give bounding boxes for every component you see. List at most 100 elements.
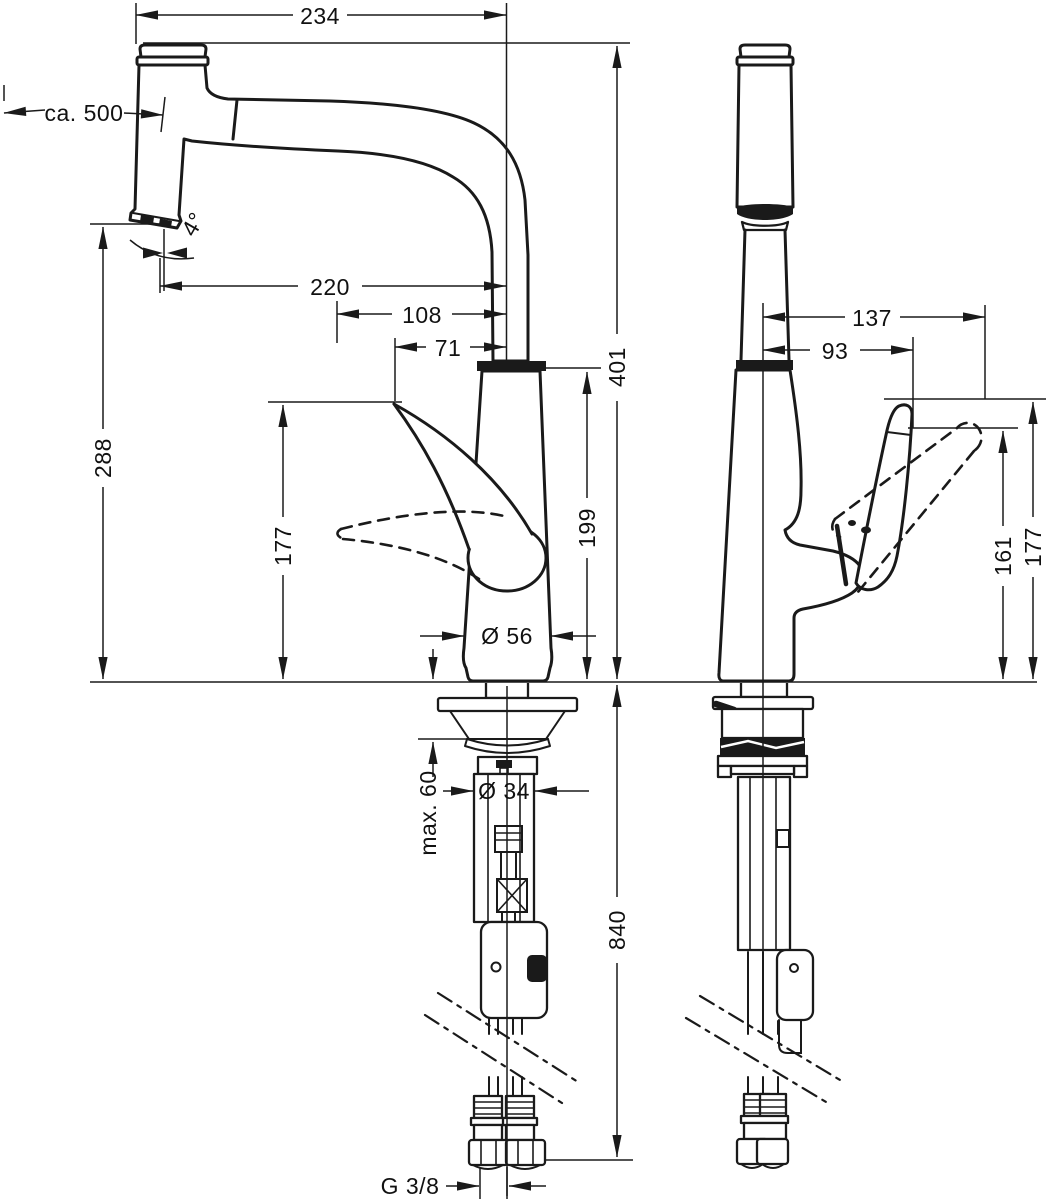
front-spout-and-spray-head (128, 43, 530, 363)
dim-label-93: 93 (822, 338, 849, 364)
handle-alt-position-tip (336, 527, 345, 541)
dim-max60: max. 60 (415, 649, 467, 856)
front-view (128, 43, 580, 1170)
dim-label-234: 234 (300, 3, 340, 29)
dim-label-71: 71 (435, 335, 462, 361)
dim-199: 199 (538, 367, 601, 680)
handle-alt-position-upper (339, 510, 506, 531)
side-handle-alt-tip (955, 421, 983, 453)
side-pivot-dot-1 (848, 520, 856, 526)
side-head-collar (740, 220, 790, 232)
side-seal-wave (720, 739, 805, 750)
side-bracket-tab-right (792, 764, 809, 779)
dim-label-161: 161 (990, 536, 1016, 576)
dim-108: 108 (336, 301, 507, 343)
side-handle-alt-upper (833, 426, 959, 521)
front-shaft-inner-lines (487, 774, 521, 922)
dimensions: 234 ca. 500 4° 220 (3, 3, 1046, 1199)
spout-silhouette (128, 63, 530, 363)
side-break-line-2 (684, 1016, 828, 1104)
side-handle-alt-pivot (830, 517, 842, 539)
side-body (717, 368, 865, 683)
side-base-neck (739, 683, 789, 699)
dim-label-401: 401 (604, 347, 630, 387)
front-break-line-1 (436, 991, 580, 1084)
dim-93: 93 (762, 337, 914, 428)
dim-label-g38: G 3/8 (381, 1173, 440, 1199)
front-diverter-grommet (527, 955, 547, 982)
dim-ca500: ca. 500 (3, 85, 166, 133)
dim-label-177-front: 177 (270, 526, 296, 566)
dim-220: 220 (159, 258, 507, 300)
dim-dia56: Ø 56 (420, 623, 596, 649)
front-hose-connectors (469, 1094, 539, 1142)
dim-label-dia34: Ø 34 (478, 778, 530, 804)
side-bracket-tab-left (716, 764, 733, 779)
side-head-cap (738, 43, 792, 59)
dim-label-max60: max. 60 (415, 770, 441, 855)
aerator-left (140, 215, 154, 224)
front-hose-coupling (494, 825, 523, 853)
dim-177-side: 177 (884, 398, 1046, 680)
side-view (684, 43, 983, 1169)
dim-401: 401 (143, 42, 630, 680)
dim-177-front: 177 (268, 401, 402, 680)
dim-234: 234 (135, 3, 507, 44)
dim-161: 161 (908, 427, 1018, 680)
handle-alt-position-lower (341, 537, 481, 581)
handle-lever-fill (394, 404, 532, 549)
side-shaft-detail (776, 829, 790, 848)
side-head-body (735, 63, 795, 209)
side-break-line-1 (698, 994, 842, 1082)
side-hose-connectors (739, 1092, 790, 1141)
side-pivot-dot-2 (861, 526, 871, 534)
aerator-right (159, 218, 172, 227)
dim-label-ca500: ca. 500 (45, 100, 124, 126)
side-hoses-upper (747, 951, 779, 1035)
side-diverter-block (775, 948, 815, 1022)
front-connection-nuts (467, 1138, 547, 1170)
side-handle-alt-lower (856, 449, 976, 594)
dim-840: 840 (545, 684, 633, 1161)
handle-lever-upper-edge (392, 402, 534, 536)
dim-label-199: 199 (574, 508, 600, 548)
front-break-line-2 (423, 1013, 564, 1105)
side-joint-band (736, 360, 793, 370)
dim-label-840: 840 (604, 910, 630, 950)
front-handle (336, 402, 548, 593)
front-clamp-screw (496, 760, 512, 768)
dim-g38: G 3/8 (381, 1167, 546, 1199)
front-diverter-dot (490, 961, 502, 973)
side-handle-seam (886, 431, 912, 436)
side-block-bracket (778, 1019, 802, 1054)
dim-label-288: 288 (90, 438, 116, 478)
front-spout-joint-band (477, 361, 546, 371)
dim-label-dia56: Ø 56 (481, 623, 533, 649)
dim-label-177-side: 177 (1020, 527, 1046, 567)
dim-label-108: 108 (402, 302, 442, 328)
dim-label-137: 137 (852, 305, 892, 331)
front-coupling-tube (500, 851, 517, 880)
side-hoses-lower (747, 1076, 779, 1095)
outlet-joint-line (132, 212, 180, 222)
dim-137: 137 (762, 305, 986, 399)
side-connection-nuts (735, 1137, 790, 1169)
side-neck (739, 228, 791, 362)
side-spray-face (737, 204, 793, 220)
handle-lever-lower-edge (392, 402, 471, 551)
side-shaft (736, 775, 792, 952)
dim-label-4deg: 4° (176, 208, 210, 241)
side-body-outline (717, 368, 865, 683)
dim-dia34: Ø 34 (443, 778, 589, 804)
front-coupling-block-cross (496, 878, 528, 913)
side-shaft-inner (749, 777, 777, 950)
front-coupling-ribs (495, 832, 522, 841)
dim-label-220: 220 (310, 274, 350, 300)
side-diverter-dot (789, 963, 799, 973)
side-spray-head (735, 43, 795, 370)
dim-71: 71 (394, 335, 507, 401)
front-mounting-shaft (472, 772, 536, 924)
spray-head-cap (138, 43, 208, 59)
